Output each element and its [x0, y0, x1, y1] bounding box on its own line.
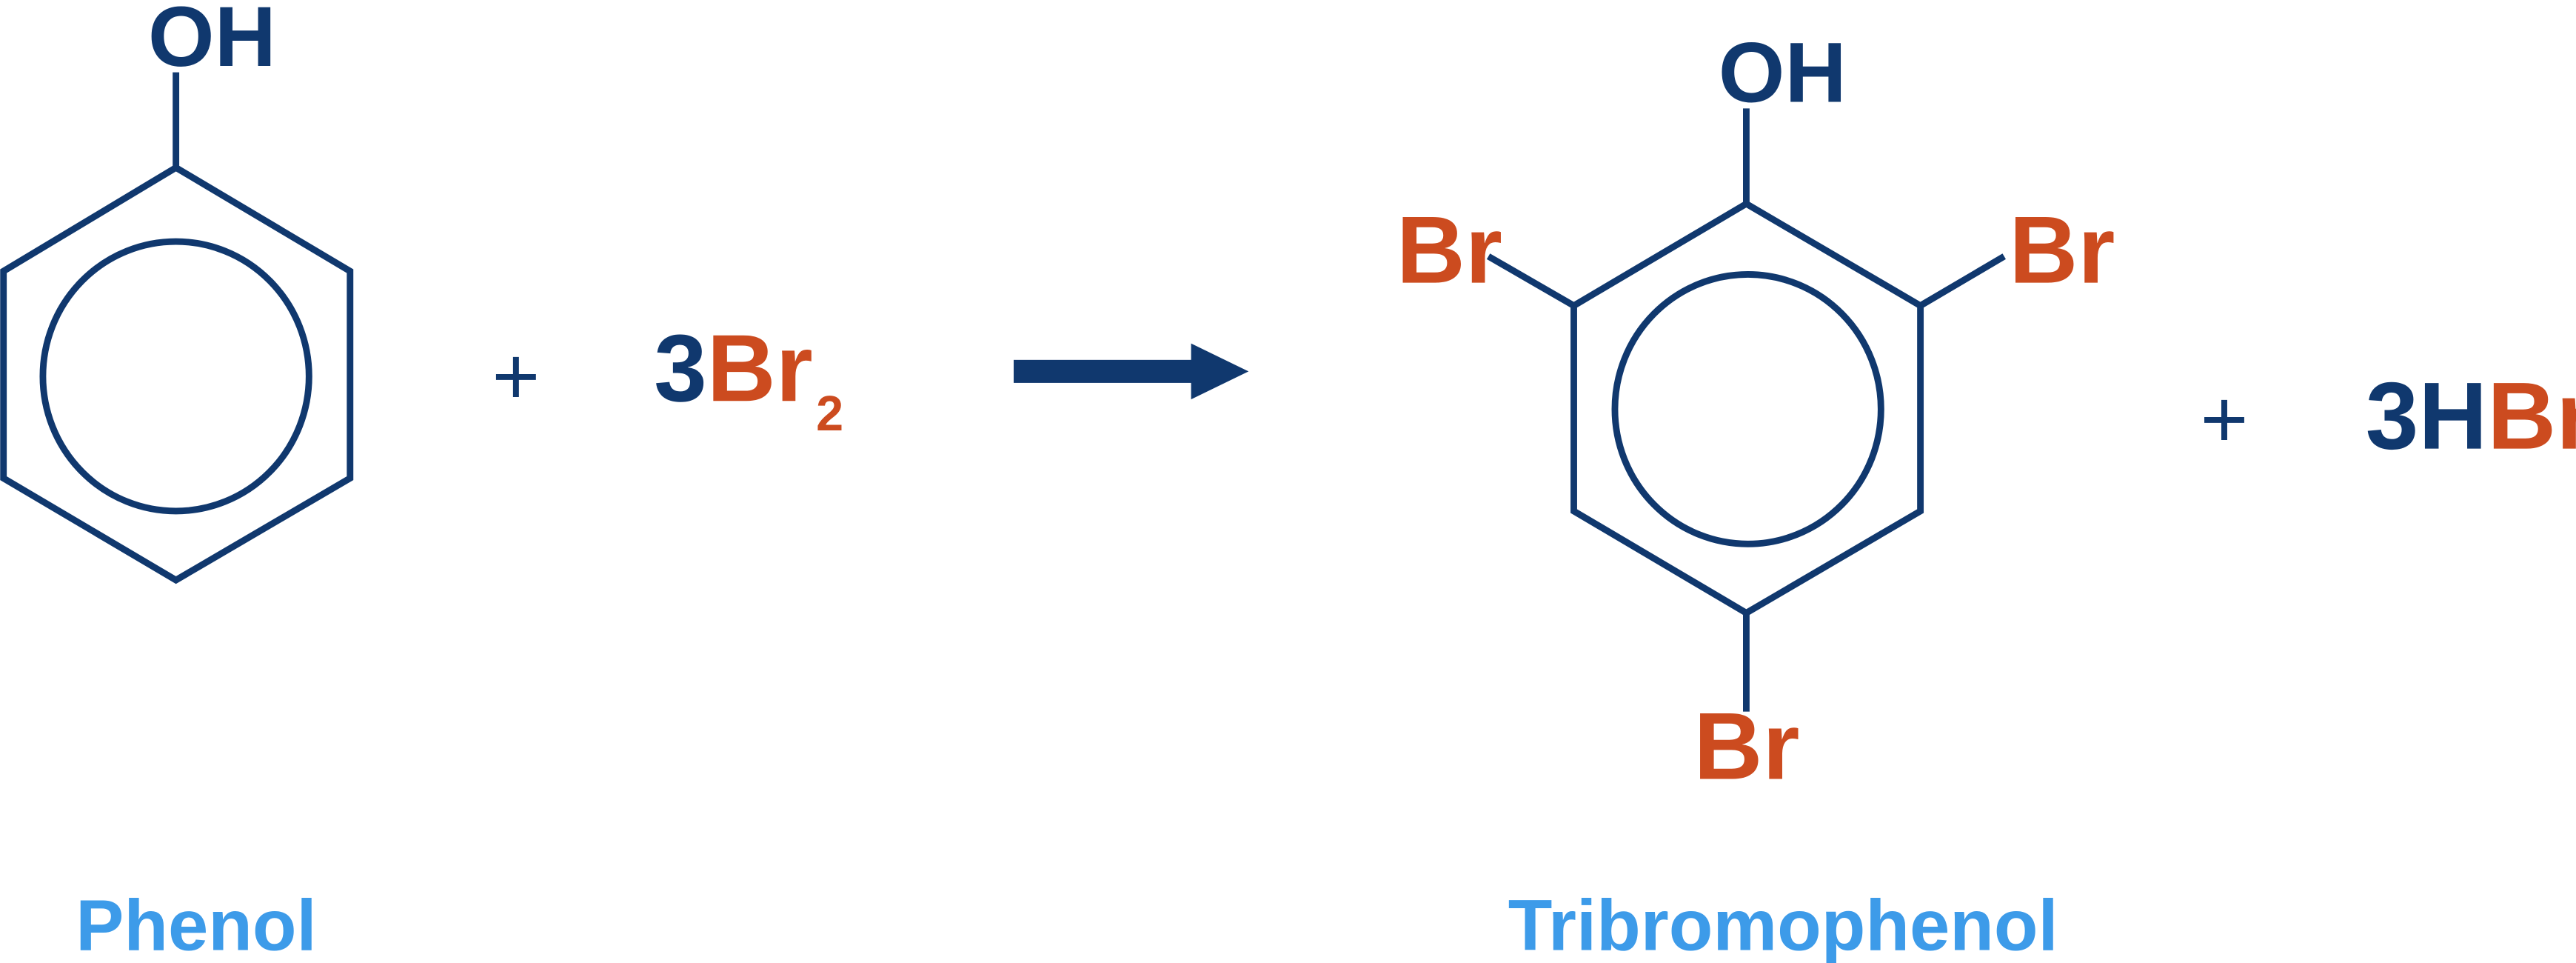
byproduct-bromine: Br [2487, 364, 2576, 470]
byproduct-hbr: 3HBr [2366, 364, 2576, 470]
product-oh-text: OH [1719, 26, 1847, 121]
tribromophenol-label: Tribromophenol [1508, 884, 2058, 963]
reaction-arrow-icon [1014, 343, 1249, 400]
product-br-bond-left [1486, 253, 1576, 309]
reagent-element: Br [707, 316, 813, 421]
reagent-coefficient: 3 [654, 316, 707, 421]
byproduct-hydrogen: H [2418, 364, 2487, 470]
product-ring [1570, 199, 1924, 617]
plus-sign-2: + [2201, 373, 2249, 464]
reagent-subscript: 2 [816, 387, 843, 441]
product-br-bottom: Br [1693, 694, 1799, 800]
product-br-left: Br [1396, 198, 1502, 304]
phenol-aromatic-circle [39, 238, 312, 515]
phenol-label: Phenol [76, 884, 316, 963]
plus-sign-1: + [492, 330, 540, 422]
phenol-ring [0, 164, 354, 584]
product-br-bond-right [1918, 253, 2006, 309]
product-aromatic-circle [1611, 271, 1884, 547]
byproduct-coefficient: 3 [2366, 364, 2419, 470]
product-br-right: Br [2009, 198, 2115, 304]
phenol-oh-text: OH [148, 0, 276, 84]
